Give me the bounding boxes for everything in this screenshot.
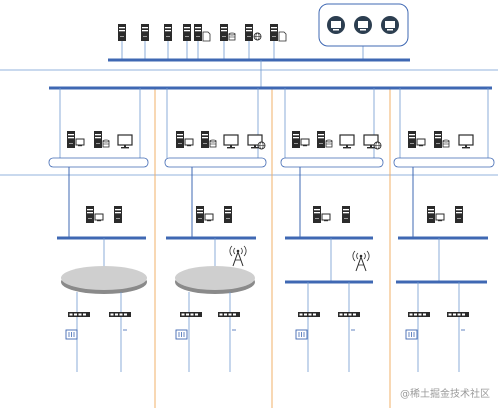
top-server-icon-2	[141, 24, 149, 41]
zone-separators	[0, 69, 498, 408]
antenna-icon	[229, 245, 247, 267]
display-screen-icon-1	[327, 16, 345, 34]
workstation-icon	[427, 206, 444, 223]
server-db-icon	[317, 131, 333, 148]
server-icon	[455, 206, 463, 223]
workstation-icon	[292, 131, 309, 148]
rack-icon	[295, 329, 308, 340]
switch-icon	[298, 312, 320, 317]
display-screen-icon-3	[381, 16, 399, 34]
monitor-icon	[117, 134, 133, 149]
workstation-icon	[313, 206, 330, 223]
monitor-icon	[223, 134, 239, 149]
server-db-icon	[434, 131, 450, 148]
watermark-text: @稀土掘金技术社区	[400, 389, 490, 400]
cloud-network-icon	[175, 266, 255, 294]
switch-icon	[408, 312, 430, 317]
lan-segment	[48, 157, 149, 168]
server-db-icon	[94, 131, 110, 148]
switch-icon	[218, 312, 240, 317]
column-2	[164, 88, 267, 372]
lan-segment	[393, 157, 495, 168]
workstation-icon	[86, 206, 103, 223]
monitor-globe-icon	[363, 134, 382, 150]
rack-icon	[405, 329, 418, 340]
display-wall-group	[318, 3, 409, 47]
server-icon	[224, 206, 232, 223]
workstation-icon	[176, 131, 193, 148]
switch-icon	[180, 312, 202, 317]
top-server-group	[118, 24, 364, 60]
switch-icon	[68, 312, 90, 317]
top-server-globe-icon-7	[245, 24, 262, 41]
monitor-icon	[458, 134, 474, 149]
lan-segment	[280, 157, 384, 168]
server-icon	[342, 206, 350, 223]
top-server-icon-3	[164, 24, 172, 41]
server-icon	[114, 206, 122, 223]
top-server-doc-icon-8	[270, 24, 287, 42]
column-1	[48, 88, 149, 372]
rack-icon	[175, 329, 188, 340]
workstation-icon	[67, 131, 84, 148]
top-server-doc-icon-5	[194, 24, 211, 42]
top-server-icon-4	[183, 24, 191, 41]
workstation-icon	[196, 206, 213, 223]
top-server-db-icon-6	[220, 24, 236, 41]
cloud-network-icon	[61, 266, 147, 294]
monitor-globe-icon	[247, 134, 266, 150]
monitor-icon	[339, 134, 355, 149]
server-db-icon	[201, 131, 217, 148]
workstation-icon	[408, 131, 425, 148]
switch-icon	[109, 312, 131, 317]
column-3	[280, 88, 384, 372]
display-screen-icon-2	[354, 16, 372, 34]
column-4	[393, 88, 495, 372]
lan-segment	[164, 157, 267, 168]
switch-icon	[447, 312, 469, 317]
rack-icon	[65, 329, 78, 340]
top-server-icon-1	[118, 24, 126, 41]
antenna-icon	[352, 250, 370, 272]
switch-icon	[338, 312, 360, 317]
